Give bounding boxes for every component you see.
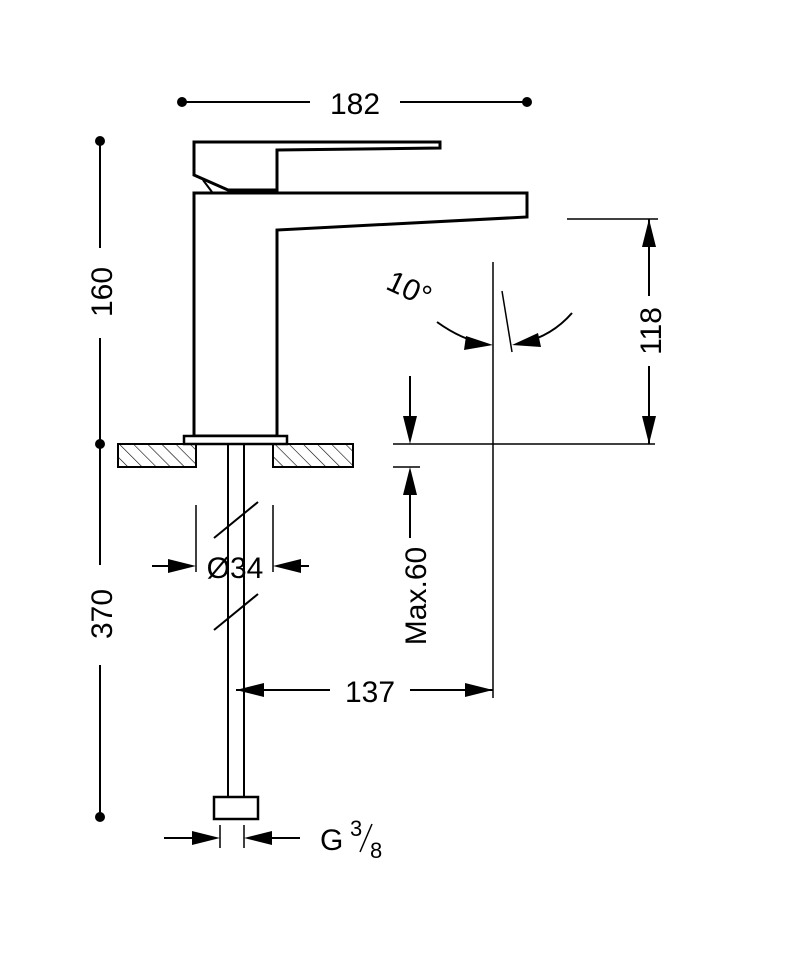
spout-height-label: 118 <box>635 307 668 355</box>
hole-diameter-dimension: Ø34 <box>152 505 309 585</box>
width-label: 182 <box>330 88 380 121</box>
hole-diameter-label: Ø34 <box>207 552 264 585</box>
spout-height-dimension: 118 <box>635 219 668 444</box>
connection-label: G <box>320 824 343 857</box>
reach-dimension: 137 <box>236 676 493 709</box>
height-above-label: 160 <box>86 267 119 317</box>
width-dimension: 182 <box>177 88 532 121</box>
height-dimensions: 160 370 <box>86 136 119 822</box>
angle-dimension: 10° <box>381 265 573 353</box>
reach-label: 137 <box>345 676 395 709</box>
reference-lines <box>393 218 658 698</box>
deck-thickness-label: Max.60 <box>400 547 433 645</box>
height-below-label: 370 <box>86 589 119 639</box>
connection-denominator: 8 <box>370 838 382 863</box>
supply-hose <box>212 444 260 821</box>
deck-thickness-dimension: Max.60 <box>400 376 433 645</box>
connection-numerator: 3 <box>350 816 362 841</box>
angle-label: 10° <box>381 265 436 314</box>
connection-dimension: G 3 8 <box>164 816 382 863</box>
deck-section <box>117 443 354 468</box>
faucet-body <box>182 140 529 446</box>
